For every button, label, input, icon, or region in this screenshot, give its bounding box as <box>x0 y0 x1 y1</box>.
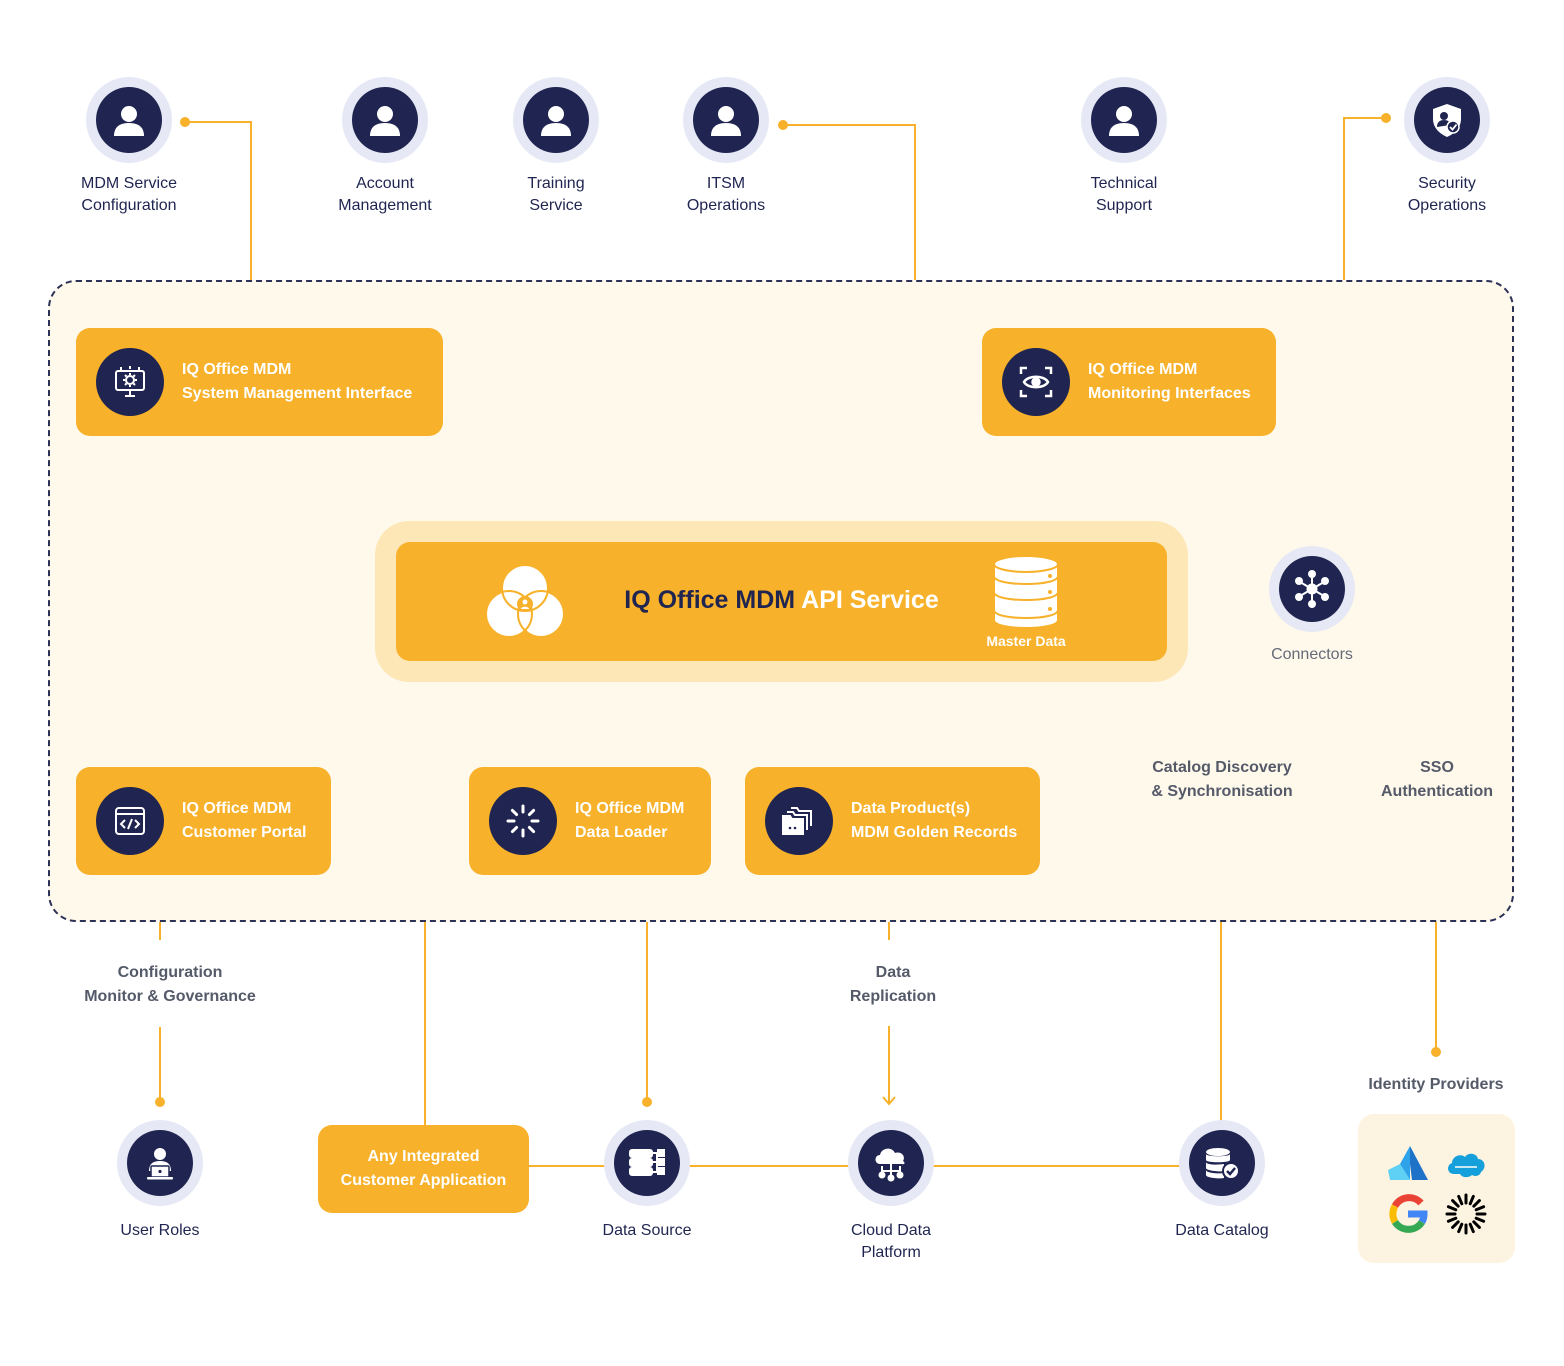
salesforce-logo-icon <box>1448 1153 1485 1178</box>
identity-providers-box <box>1358 1114 1515 1263</box>
database-check-icon <box>1206 1148 1240 1180</box>
user-icon <box>114 106 144 136</box>
security-shield-icon <box>1433 104 1461 137</box>
wire-mdm-config <box>185 121 252 330</box>
data-catalog-label: Data Catalog <box>1175 1222 1269 1239</box>
server-stack-icon <box>629 1149 665 1176</box>
api-service[interactable]: IQ Office MDM API Service Master Data <box>396 542 1167 661</box>
eye-scan-icon <box>1019 366 1053 398</box>
user-icon <box>541 106 571 136</box>
data-source-node[interactable]: Data Source <box>587 1120 707 1242</box>
azure-logo-icon <box>1388 1146 1428 1180</box>
code-window-icon <box>115 807 145 835</box>
connectors-node[interactable]: Connectors <box>1252 546 1372 666</box>
user-roles-node[interactable]: User Roles <box>100 1120 220 1242</box>
user-icon <box>711 106 741 136</box>
connectors-label: Connectors <box>1271 646 1353 663</box>
user-icon <box>1109 106 1139 136</box>
network-hub-icon <box>1295 570 1329 608</box>
folders-icon <box>782 807 812 835</box>
loader-spinner-icon <box>506 804 540 838</box>
settings-monitor-icon <box>115 366 145 397</box>
cloud-network-icon <box>875 1148 905 1182</box>
user-laptop-icon <box>147 1148 173 1180</box>
card-data-product-golden-records[interactable]: Data Product(s)MDM Golden Records <box>745 767 1040 875</box>
label-identity-providers: Identity Providers <box>1368 1076 1504 1093</box>
api-service-title: IQ Office MDM API Service <box>624 586 939 614</box>
user-roles-label: User Roles <box>120 1222 200 1239</box>
venn-logo-icon <box>485 564 565 638</box>
label-catalog-discovery: Catalog Discovery& Synchronisation <box>1151 759 1293 800</box>
data-source-label: Data Source <box>602 1222 692 1239</box>
master-data-label: Master Data <box>986 633 1066 649</box>
google-logo-icon <box>1389 1194 1428 1233</box>
database-icon <box>993 555 1059 630</box>
data-catalog-node[interactable]: Data Catalog <box>1162 1120 1282 1242</box>
user-icon <box>370 106 400 136</box>
openai-logo-icon <box>1445 1193 1487 1235</box>
